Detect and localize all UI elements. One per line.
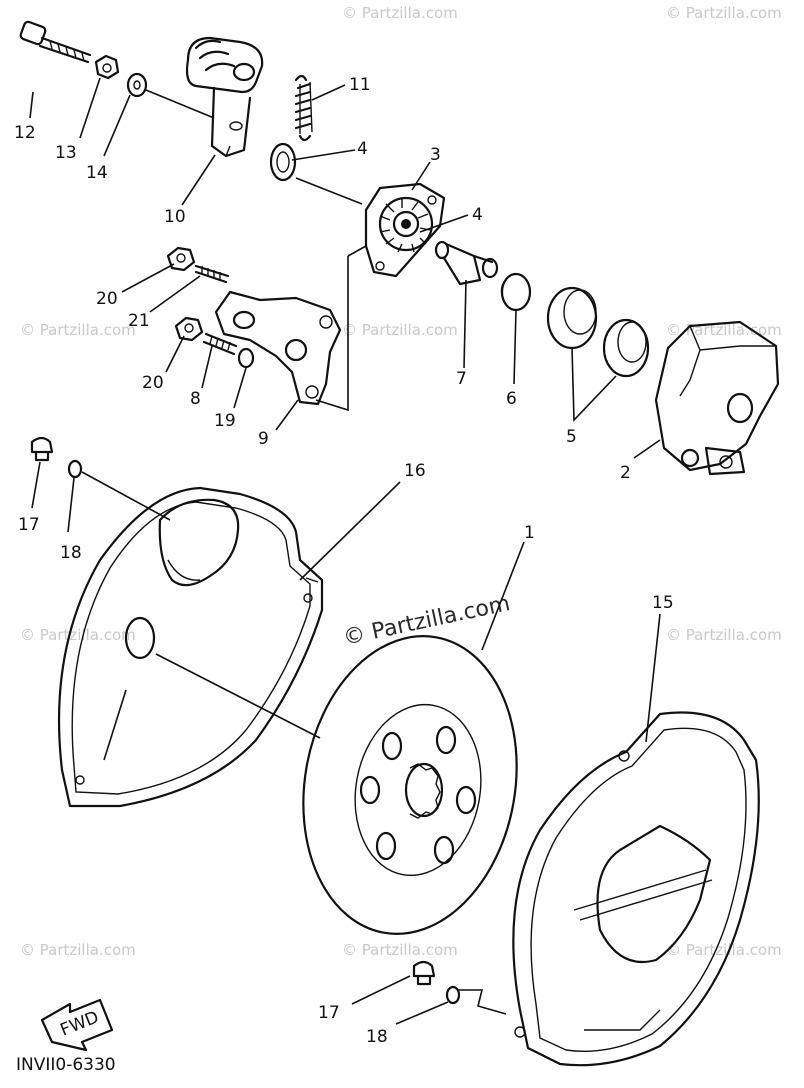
part-16-inner-cover bbox=[57, 486, 324, 808]
part-5-piston-a bbox=[546, 286, 598, 350]
watermark: © Partzilla.com bbox=[342, 941, 458, 959]
callout-4-lower: 4 bbox=[472, 205, 483, 225]
callout-18-lower: 18 bbox=[366, 1027, 388, 1047]
part-5-piston-b bbox=[602, 318, 650, 378]
callout-15: 15 bbox=[652, 593, 674, 613]
watermark: © Partzilla.com bbox=[20, 941, 136, 959]
part-19-washer bbox=[237, 347, 255, 369]
part-6-plug bbox=[500, 272, 532, 312]
leader-lines bbox=[29, 77, 661, 1025]
part-20-nut-upper bbox=[166, 246, 196, 272]
watermark-layer: © Partzilla.com © Partzilla.com © Partzi… bbox=[20, 4, 782, 959]
part-9-bracket bbox=[214, 290, 342, 406]
part-14-washer bbox=[126, 72, 148, 98]
drawing-code: INVII0-6330 bbox=[16, 1055, 116, 1075]
part-12-bolt bbox=[19, 20, 92, 64]
part-21-stud bbox=[194, 264, 230, 284]
watermark: © Partzilla.com bbox=[666, 4, 782, 22]
part-2-caliper bbox=[654, 320, 780, 476]
part-4-seal bbox=[269, 142, 297, 182]
callout-7: 7 bbox=[456, 369, 467, 389]
callout-14: 14 bbox=[86, 163, 108, 183]
callout-8: 8 bbox=[190, 389, 201, 409]
callout-2: 2 bbox=[620, 463, 631, 483]
callout-12: 12 bbox=[14, 123, 36, 143]
part-10-lever bbox=[185, 36, 264, 158]
callout-6: 6 bbox=[506, 389, 517, 409]
watermark-center: © Partzilla.com bbox=[341, 591, 512, 651]
watermark: © Partzilla.com bbox=[342, 321, 458, 339]
callout-5: 5 bbox=[566, 427, 577, 447]
callout-18-upper: 18 bbox=[60, 543, 82, 563]
callout-20-lower: 20 bbox=[142, 373, 164, 393]
callout-9: 9 bbox=[258, 429, 269, 449]
part-11-spring bbox=[294, 74, 313, 142]
watermark: © Partzilla.com bbox=[342, 4, 458, 22]
part-17-bolt-lower bbox=[412, 960, 436, 986]
callout-20-upper: 20 bbox=[96, 289, 118, 309]
callout-17-upper: 17 bbox=[18, 515, 40, 535]
part-18-washer-upper bbox=[67, 459, 83, 479]
part-7-pin bbox=[434, 240, 499, 286]
callout-19: 19 bbox=[214, 411, 236, 431]
part-13-nut bbox=[94, 54, 120, 80]
callout-labels: 12 13 14 10 11 4 3 4 20 21 20 8 19 9 7 6… bbox=[14, 75, 674, 1047]
callout-13: 13 bbox=[55, 143, 77, 163]
callout-17-lower: 17 bbox=[318, 1003, 340, 1023]
callout-16: 16 bbox=[404, 461, 426, 481]
part-3-housing bbox=[364, 182, 446, 278]
watermark: © Partzilla.com bbox=[666, 626, 782, 644]
callout-10: 10 bbox=[164, 207, 186, 227]
part-18-washer-lower bbox=[445, 985, 461, 1005]
part-20-nut-lower bbox=[174, 316, 204, 342]
callout-1: 1 bbox=[524, 523, 535, 543]
fwd-arrow: FWD bbox=[40, 998, 114, 1052]
watermark: © Partzilla.com bbox=[666, 941, 782, 959]
callout-11: 11 bbox=[349, 75, 371, 95]
watermark: © Partzilla.com bbox=[20, 626, 136, 644]
part-8-stud bbox=[202, 332, 238, 356]
watermark: © Partzilla.com bbox=[20, 321, 136, 339]
part-15-outer-cover bbox=[512, 711, 760, 1067]
callout-21: 21 bbox=[128, 311, 150, 331]
callout-3: 3 bbox=[430, 145, 441, 165]
callout-4-upper: 4 bbox=[357, 139, 368, 159]
part-1-disc bbox=[302, 635, 518, 935]
part-17-bolt-upper bbox=[30, 436, 54, 462]
